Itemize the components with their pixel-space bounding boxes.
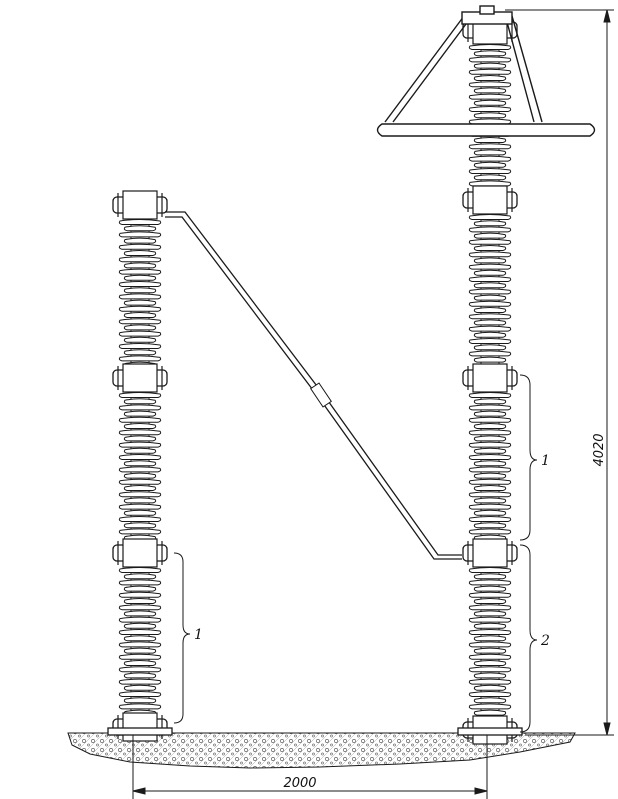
connecting-rod: [165, 211, 462, 560]
right-flange: [462, 363, 518, 393]
left-flange: [112, 363, 168, 393]
left-shed-stack: [118, 216, 162, 368]
right-upper-segment-label: 1: [541, 453, 550, 469]
right-base-plate: [457, 727, 523, 736]
ground-foundation: [67, 732, 576, 769]
left-segment-brace: [173, 552, 191, 724]
left-insulator-column: [107, 190, 173, 742]
left-flange: [112, 538, 168, 568]
left-shed-stack: [118, 564, 162, 716]
right-upper-brace: [519, 374, 538, 541]
spacing-dimension-label: 2000: [283, 776, 316, 791]
right-lower-segment-label: 2: [540, 633, 550, 649]
right-flange: [462, 185, 518, 215]
right-lower-brace: [519, 544, 538, 733]
right-shed-stack: [468, 211, 512, 367]
corona-shield: [376, 5, 596, 137]
right-insulator-column: [457, 15, 523, 745]
left-flange: [112, 190, 168, 220]
left-segment-label: 1: [194, 627, 203, 643]
spacing-dimension: [132, 735, 488, 799]
right-flange: [462, 538, 518, 568]
left-shed-stack: [118, 389, 162, 542]
left-base-plate: [107, 727, 173, 736]
right-shed-stack: [468, 564, 512, 719]
right-shed-stack: [468, 389, 512, 542]
height-dimension: [505, 9, 614, 736]
right-shed-stack: [468, 41, 512, 189]
height-dimension-label: 4020: [592, 433, 607, 466]
